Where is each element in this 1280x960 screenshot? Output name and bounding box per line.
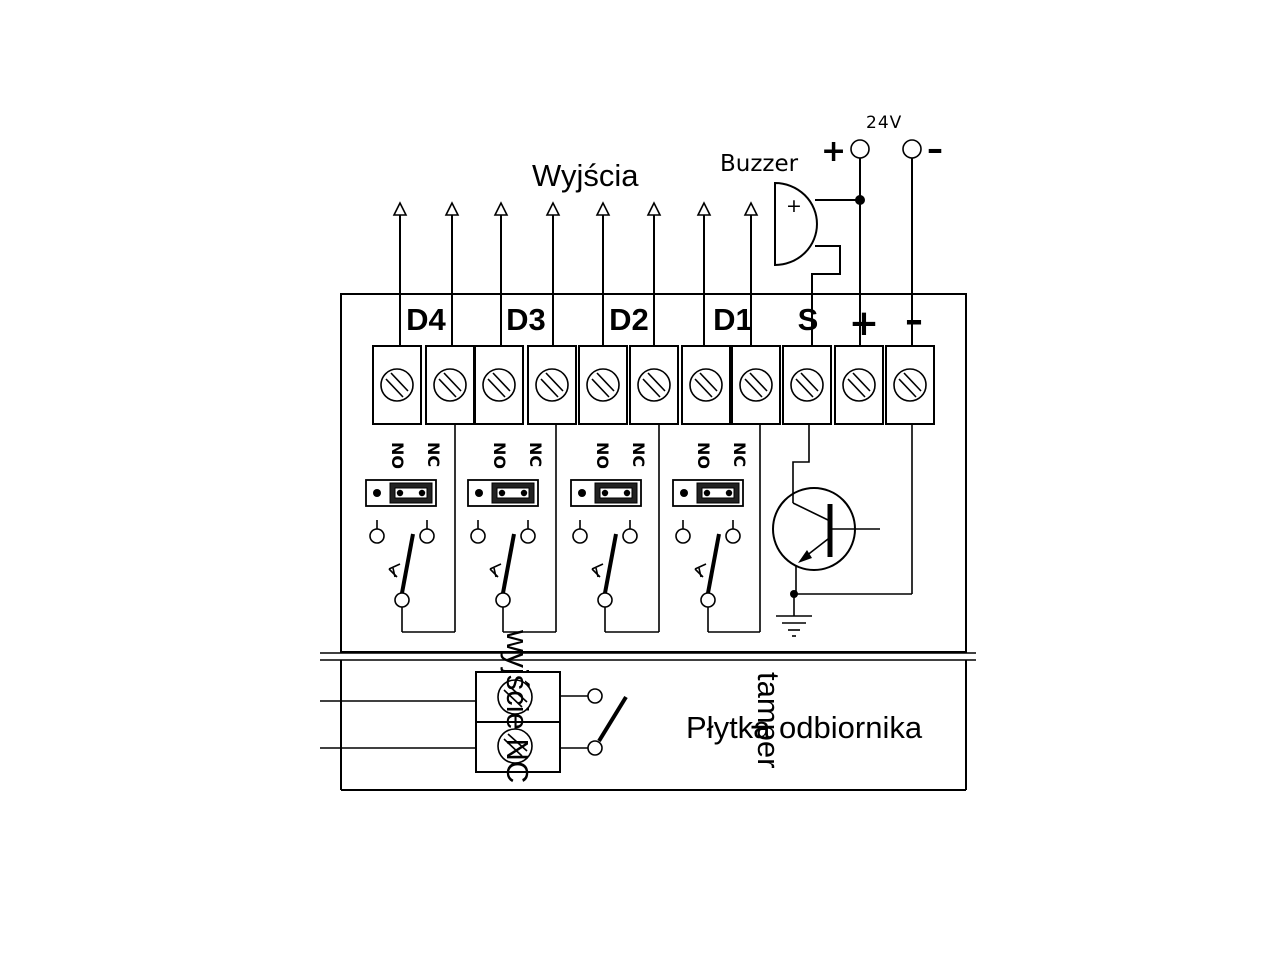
contact-nc-label: NC <box>730 442 749 467</box>
terminal-label-d3: D3 <box>506 302 546 337</box>
junction-dot-icon <box>855 195 865 205</box>
receiver-board-label: Płytka odbiornika <box>686 710 923 745</box>
terminal-label-d4: D4 <box>406 302 446 337</box>
supply-plus-symbol: + <box>821 134 846 169</box>
supply-input: 24V + – <box>821 113 943 346</box>
contact-nc-label: NC <box>424 442 443 467</box>
screw-terminal-icon <box>834 345 884 425</box>
buzzer-plus-symbol: + <box>786 195 802 217</box>
jumper-icon <box>570 479 642 507</box>
supply-voltage-label: 24V <box>866 113 902 133</box>
supply-minus-symbol: – <box>927 130 943 168</box>
relay-switch-icon <box>571 518 639 609</box>
receiver-board: Płytka odbiornika <box>340 660 967 791</box>
tamper-label: tamper <box>751 672 786 768</box>
output-arrows <box>393 202 758 346</box>
supply-plus-terminal-icon <box>850 139 870 159</box>
transistor-circuit <box>772 424 913 637</box>
outputs-title: Wyjścia <box>532 158 639 193</box>
relay-d1: NO NC <box>672 424 761 633</box>
relay-switch-icon <box>469 518 537 609</box>
jumper-icon <box>672 479 744 507</box>
contact-no-label: NO <box>490 442 509 469</box>
output-arrow-icon <box>445 202 459 216</box>
buzzer: + Buzzer <box>720 151 860 346</box>
contact-no-label: NO <box>388 442 407 469</box>
terminal-label-plus: + <box>849 303 879 344</box>
relay-d3: NO NC <box>467 424 557 633</box>
screw-terminal-icon <box>681 345 731 425</box>
tamper-switch: tamper <box>560 672 786 768</box>
output-arrow-icon <box>596 202 610 216</box>
screw-terminal-icon <box>578 345 628 425</box>
screw-terminal-icon <box>731 345 781 425</box>
terminal-block <box>372 345 935 425</box>
output-arrow-icon <box>647 202 661 216</box>
screw-terminal-icon <box>497 679 533 715</box>
receiver-terminals: wyjście NC <box>320 629 561 783</box>
output-nc-label: wyjście NC <box>500 629 535 783</box>
contact-nc-label: NC <box>629 442 648 467</box>
contact-nc-label: NC <box>526 442 545 467</box>
supply-minus-terminal-icon <box>902 139 922 159</box>
output-arrow-icon <box>546 202 560 216</box>
terminal-label-s: S <box>798 302 819 337</box>
relay-switch-icon <box>368 518 436 609</box>
screw-terminal-icon <box>527 345 577 425</box>
screw-terminal-icon <box>497 728 533 764</box>
terminal-labels: D4 D3 D2 D1 S + – <box>406 300 923 344</box>
relay-d2: NO NC <box>570 424 660 633</box>
contact-no-label: NO <box>593 442 612 469</box>
screw-terminal-icon <box>474 345 524 425</box>
output-arrow-icon <box>744 202 758 216</box>
relay-d4: NO NC <box>365 424 456 633</box>
jumper-icon <box>365 479 437 507</box>
tamper-contact-icon <box>587 740 603 756</box>
screw-terminal-icon <box>885 345 935 425</box>
terminal-label-d2: D2 <box>609 302 649 337</box>
tamper-contact-icon <box>587 688 603 704</box>
buzzer-label: Buzzer <box>720 151 799 177</box>
screw-terminal-icon <box>782 345 832 425</box>
output-arrow-icon <box>494 202 508 216</box>
output-arrow-icon <box>697 202 711 216</box>
screw-terminal-icon <box>425 345 475 425</box>
output-arrow-icon <box>393 202 407 216</box>
screw-terminal-icon <box>629 345 679 425</box>
terminal-label-minus: – <box>905 300 923 341</box>
contact-no-label: NO <box>694 442 713 469</box>
relay-switch-icon <box>674 518 742 609</box>
terminal-label-d1: D1 <box>713 302 753 337</box>
ground-icon <box>776 594 812 637</box>
screw-terminal-icon <box>372 345 422 425</box>
jumper-icon <box>467 479 539 507</box>
